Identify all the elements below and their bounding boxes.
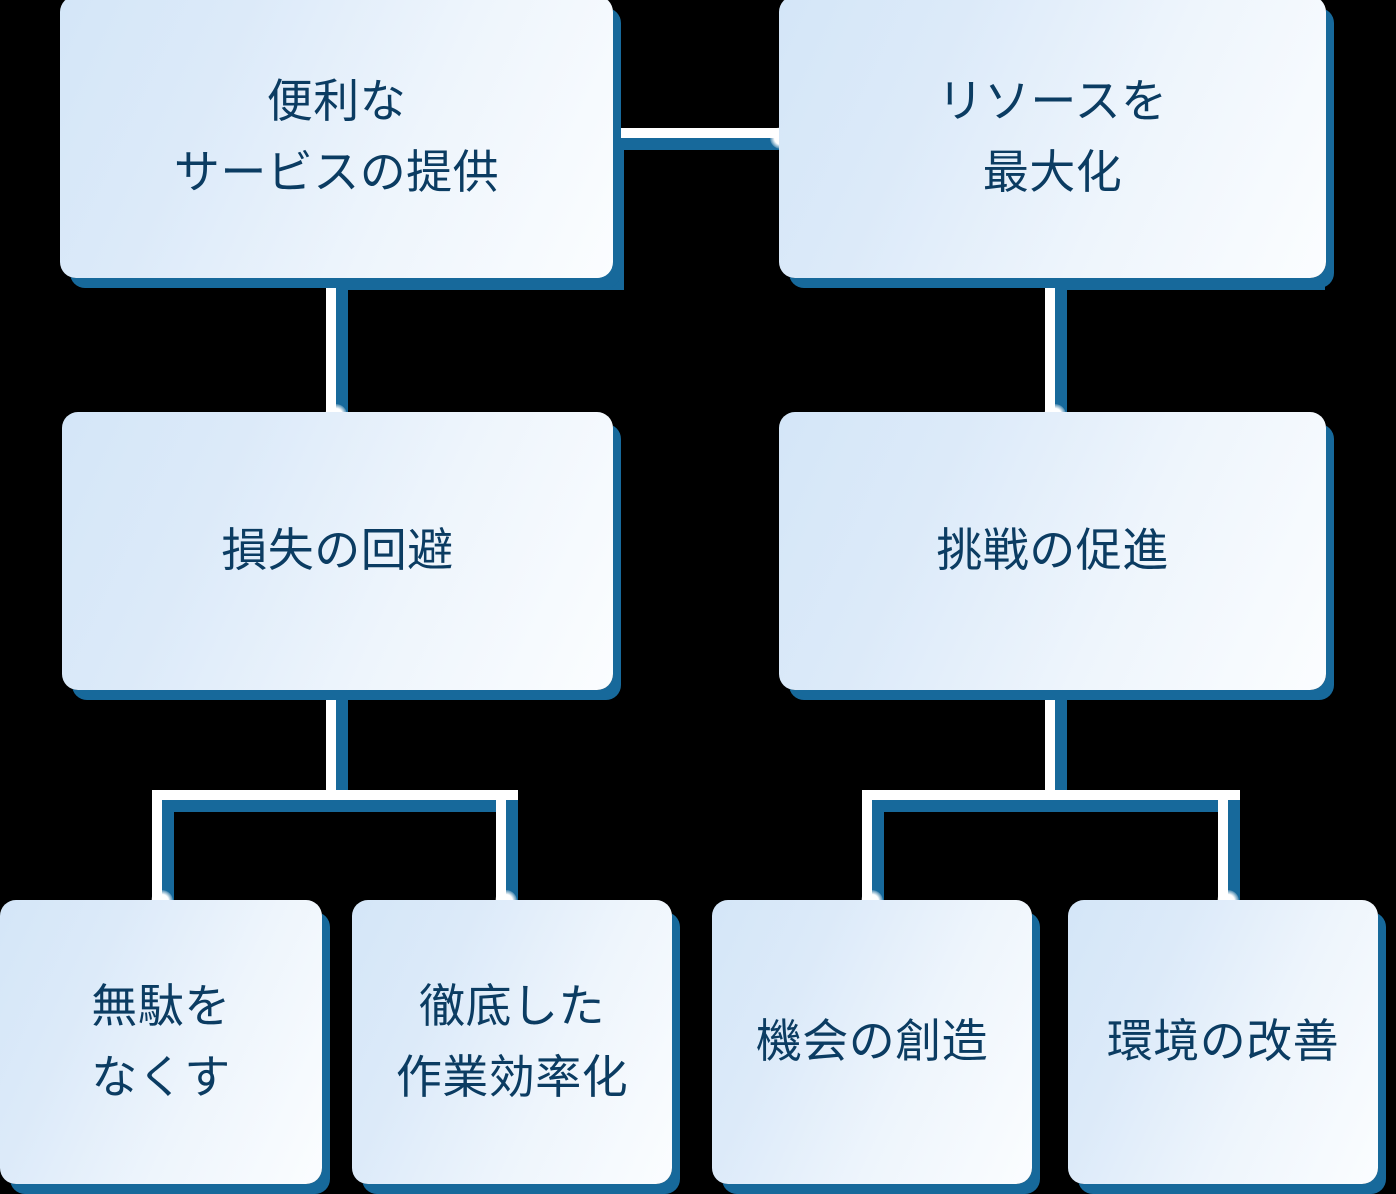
edge-n3-split-trunk-highlight [326, 690, 336, 802]
node-label: 環境の改善 [1106, 1015, 1340, 1068]
node-improve-environment[interactable]: 環境の改善 [1068, 900, 1378, 1184]
edge-n4-n7-vertical [872, 800, 884, 904]
node-thorough-efficiency[interactable]: 徹底した 作業効率化 [352, 900, 672, 1184]
edge-n3-n5-highlight [152, 790, 162, 904]
edge-n1-n2-highlight [602, 128, 782, 138]
node-label: 損失の回避 [221, 524, 454, 577]
edge-n3-n6-highlight [496, 790, 506, 904]
edge-n4-split-bar [872, 800, 1240, 812]
edge-n4-split-bar-highlight [862, 790, 1240, 800]
edge-n3-split-bar [162, 800, 518, 812]
node-label: 便利な サービスの提供 [173, 74, 500, 198]
edge-n3-n5-vertical [162, 800, 174, 904]
edge-n1-branch-horizontal [336, 278, 614, 290]
node-label: リソースを 最大化 [937, 74, 1168, 198]
edge-n4-n8-vertical [1228, 800, 1240, 904]
edge-n1-n3-highlight [326, 278, 336, 418]
node-avoid-loss[interactable]: 損失の回避 [62, 412, 613, 690]
node-eliminate-waste[interactable]: 無駄を なくす [0, 900, 322, 1184]
edge-n1-n3-vertical [336, 278, 348, 418]
edge-n4-split-trunk [1055, 690, 1067, 802]
node-label: 挑戦の促進 [936, 524, 1169, 577]
edge-n2-n4-shoulder [1055, 278, 1325, 290]
edge-n2-n4-vertical [1055, 278, 1067, 418]
node-maximize-resources[interactable]: リソースを 最大化 [779, 0, 1326, 278]
edge-n1-n2-horizontal [612, 138, 782, 150]
node-label: 無駄を なくす [91, 979, 231, 1103]
edge-n3-split-trunk [336, 690, 348, 802]
node-create-opportunity[interactable]: 機会の創造 [712, 900, 1032, 1184]
node-convenient-service[interactable]: 便利な サービスの提供 [60, 0, 613, 278]
node-label: 機会の創造 [755, 1015, 989, 1068]
node-promote-challenge[interactable]: 挑戦の促進 [779, 412, 1326, 690]
node-label: 徹底した 作業効率化 [395, 979, 629, 1103]
edge-n2-n4-highlight [1045, 278, 1055, 418]
edge-n3-split-bar-highlight [152, 790, 518, 800]
edge-n4-n7-highlight [862, 790, 872, 904]
edge-n3-n6-vertical [506, 800, 518, 904]
edge-n4-split-trunk-highlight [1045, 690, 1055, 802]
edge-n4-n8-highlight [1218, 790, 1228, 904]
